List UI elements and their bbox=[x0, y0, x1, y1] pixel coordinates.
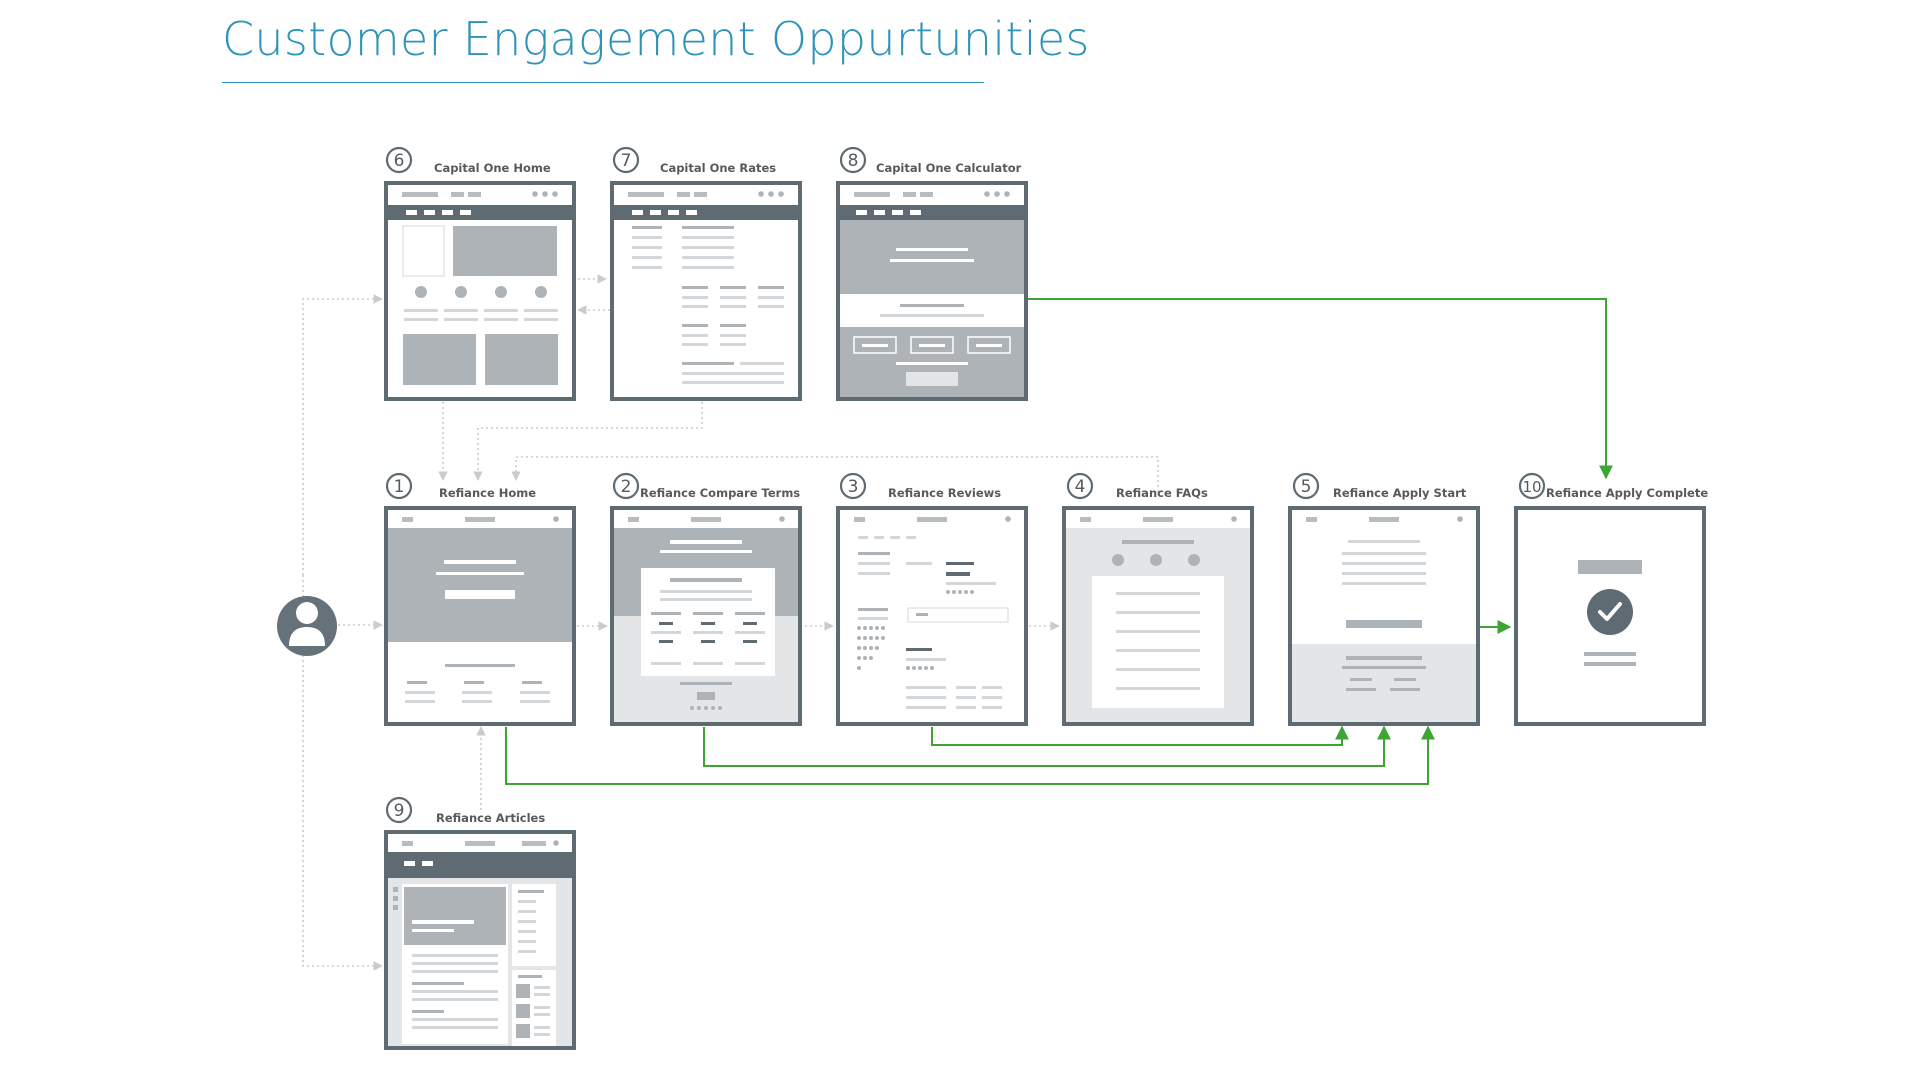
step-number: 2 bbox=[621, 477, 632, 497]
connector-compare-start bbox=[703, 725, 1391, 767]
connector-reviews-start bbox=[931, 725, 1349, 746]
screen-label: Refiance Home bbox=[439, 486, 536, 500]
step-badge: 7 bbox=[612, 146, 640, 174]
screen-label: Refiance FAQs bbox=[1116, 486, 1208, 500]
step-badge: 8 bbox=[839, 146, 867, 174]
screen-s4[interactable]: 4 Refiance FAQs bbox=[1062, 472, 1254, 726]
step-badge: 4 bbox=[1066, 472, 1094, 500]
step-number: 1 bbox=[394, 477, 405, 497]
screen-s3[interactable]: 3 Refiance Reviews bbox=[836, 472, 1028, 726]
dotted-connectors bbox=[302, 274, 1159, 971]
step-badge: 10 bbox=[1518, 472, 1546, 500]
step-badge: 9 bbox=[385, 796, 413, 824]
user-icon[interactable] bbox=[277, 596, 337, 656]
screen-s7[interactable]: 7 Capital One Rates bbox=[610, 146, 802, 401]
step-number: 3 bbox=[848, 477, 859, 497]
step-number: 6 bbox=[394, 151, 405, 171]
screen-label: Capital One Calculator bbox=[876, 161, 1022, 175]
page-title: Customer Engagement Oppurtunities bbox=[222, 12, 1090, 66]
connector-home-start bbox=[505, 725, 1435, 785]
screen-s9[interactable]: 9 Refiance Articles bbox=[384, 796, 576, 1050]
screen-label: Refiance Compare Terms bbox=[640, 486, 800, 500]
step-badge: 2 bbox=[612, 472, 640, 500]
screen-label: Refiance Apply Start bbox=[1333, 486, 1467, 500]
screen-s2[interactable]: 2 Refiance Compare Terms bbox=[610, 472, 802, 726]
step-badge: 3 bbox=[839, 472, 867, 500]
step-number: 10 bbox=[1522, 478, 1541, 496]
green-connectors bbox=[505, 298, 1613, 785]
connector-rates-refiance bbox=[473, 402, 703, 481]
step-number: 8 bbox=[848, 151, 859, 171]
step-badge: 1 bbox=[385, 472, 413, 500]
screen-label: Refiance Apply Complete bbox=[1546, 486, 1708, 500]
screen-label: Capital One Home bbox=[434, 161, 551, 175]
screen-label: Capital One Rates bbox=[660, 161, 776, 175]
step-number: 4 bbox=[1075, 477, 1086, 497]
step-number: 5 bbox=[1301, 477, 1312, 497]
connector-faqs-refiance bbox=[511, 456, 1159, 492]
connector-calculator-complete bbox=[1025, 298, 1613, 480]
screen-s8[interactable]: 8 Capital One Calculator bbox=[836, 146, 1028, 401]
title-underline bbox=[222, 82, 984, 83]
checkmark-icon bbox=[1587, 589, 1633, 635]
connector-persona-down bbox=[302, 575, 383, 971]
screen-s10[interactable]: 10 Refiance Apply Complete bbox=[1514, 472, 1708, 726]
screen-s6[interactable]: 6 Capital One Home bbox=[384, 146, 576, 401]
screen-s1[interactable]: 1 Refiance Home bbox=[384, 472, 576, 726]
connector-persona-trunk bbox=[302, 294, 383, 575]
screen-s5[interactable]: 5 Refiance Apply Start bbox=[1288, 472, 1480, 726]
screen-label: Refiance Articles bbox=[436, 811, 545, 825]
step-badge: 6 bbox=[385, 146, 413, 174]
step-badge: 5 bbox=[1292, 472, 1320, 500]
step-number: 7 bbox=[621, 151, 632, 171]
screen-label: Refiance Reviews bbox=[888, 486, 1001, 500]
step-number: 9 bbox=[394, 801, 405, 821]
